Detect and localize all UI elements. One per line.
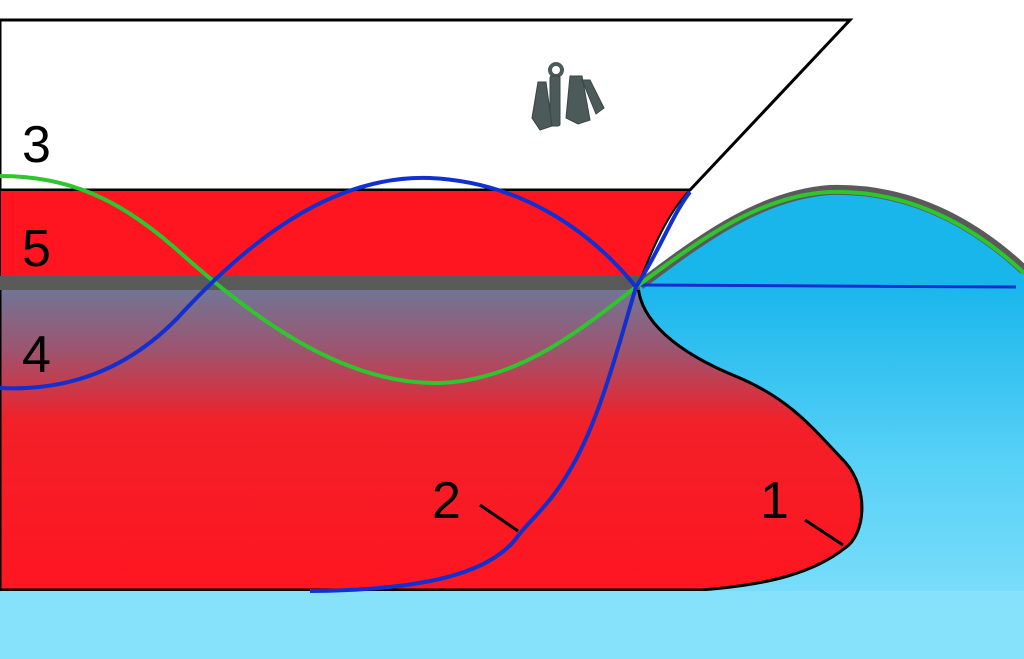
bow-wave-crest [640, 189, 1024, 285]
anchor-icon [531, 62, 605, 131]
label-bulb-1: 1 [760, 472, 789, 530]
blue-wave-curve [0, 175, 638, 391]
label-bow-wave-2: 2 [432, 472, 461, 530]
calm-water-line [639, 283, 1017, 289]
sea-below-keel [0, 591, 1024, 659]
label-1-leader [804, 518, 844, 547]
blue-bow-curve [309, 190, 692, 593]
label-ship-wave-4: 4 [22, 326, 51, 384]
green-wave-curve [0, 174, 1024, 386]
label-2-leader [479, 503, 519, 533]
waterline [0, 276, 640, 290]
label-deck-3: 3 [22, 116, 51, 174]
ship-deck [0, 18, 854, 192]
label-hull-band-5: 5 [22, 220, 51, 278]
hull-underwater [0, 283, 864, 592]
